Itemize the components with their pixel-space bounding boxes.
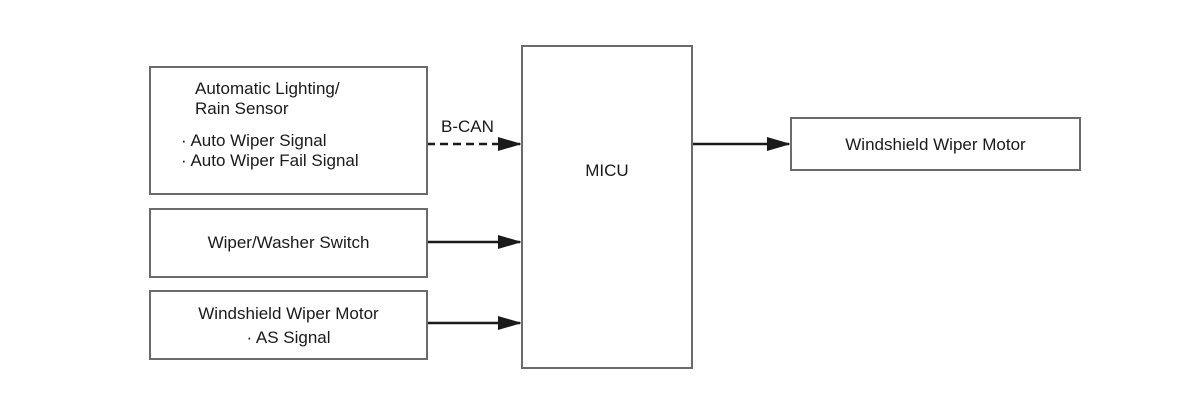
b-can-label: B-CAN (441, 117, 494, 136)
wiper-motor-output-box: Windshield Wiper Motor (790, 117, 1081, 171)
rain-sensor-title-line2: Rain Sensor (195, 99, 289, 118)
wiper-washer-switch-label: Wiper/Washer Switch (207, 233, 370, 252)
wiper-motor-input-title: Windshield Wiper Motor (198, 304, 379, 323)
auto-wiper-signal: · Auto Wiper Signal (181, 131, 327, 150)
auto-wiper-fail-signal: · Auto Wiper Fail Signal (181, 151, 359, 170)
wiper-motor-input-box: Windshield Wiper Motor · AS Signal (149, 290, 428, 360)
rain-sensor-box: Automatic Lighting/ Rain Sensor · Auto W… (149, 66, 428, 195)
wiper-motor-output-label: Windshield Wiper Motor (845, 135, 1026, 154)
wiper-washer-switch-box: Wiper/Washer Switch (149, 208, 428, 278)
micu-label: MICU (585, 161, 629, 180)
micu-box: MICU (521, 45, 693, 369)
as-signal: · AS Signal (246, 328, 331, 347)
rain-sensor-title-line1: Automatic Lighting/ (195, 79, 340, 98)
